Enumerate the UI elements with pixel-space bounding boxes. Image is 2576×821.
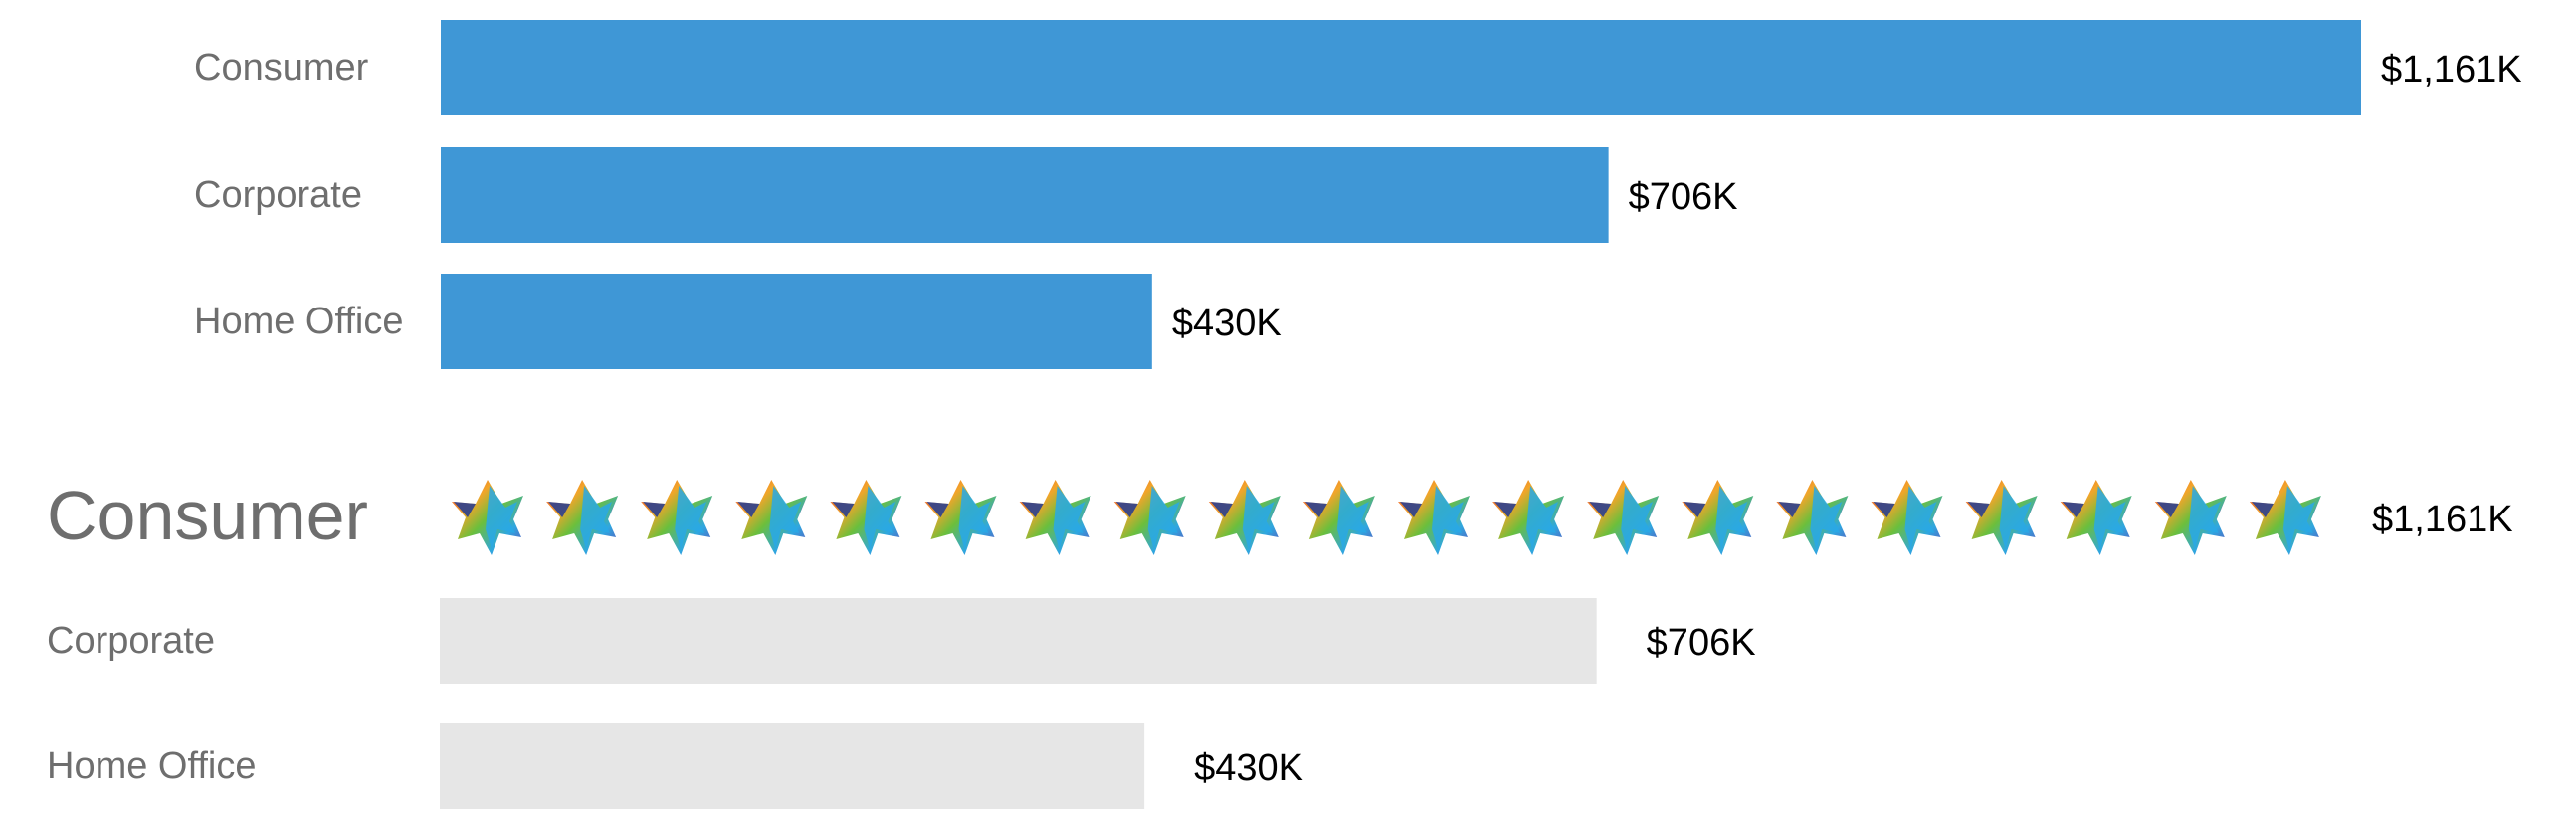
multicolor-leaf-icon [735, 480, 808, 555]
bar-home-office [440, 723, 1145, 809]
bar-corporate [440, 598, 1597, 684]
multicolor-leaf-icon [2154, 480, 2227, 555]
multicolor-leaf-icon [1208, 480, 1281, 555]
bar-consumer [441, 20, 2361, 115]
category-label-home-office: Home Office [47, 745, 256, 787]
bar-home-office [441, 274, 1152, 369]
bar-corporate [441, 147, 1609, 243]
segment-pictogram-chart: Consumer $1,161K Corporate $706K Home Office… [47, 477, 2513, 809]
value-label-consumer: $1,161K [2372, 499, 2513, 540]
multicolor-leaf-icon [2249, 480, 2321, 555]
multicolor-leaf-icon [2060, 480, 2132, 555]
multicolor-leaf-icon [1398, 480, 1470, 555]
multicolor-leaf-icon [1776, 480, 1849, 555]
value-label-home-office: $430K [1194, 747, 1303, 789]
multicolor-leaf-icon [1682, 480, 1754, 555]
value-label-corporate: $706K [1629, 176, 1738, 218]
value-label-consumer: $1,161K [2381, 49, 2522, 91]
category-label-consumer: Consumer [47, 477, 368, 554]
multicolor-leaf-icon [1587, 480, 1660, 555]
category-label-corporate: Corporate [194, 174, 362, 216]
value-label-home-office: $430K [1172, 303, 1282, 344]
category-label-home-office: Home Office [194, 301, 403, 342]
pictogram-bar-consumer [452, 480, 2321, 555]
segment-bar-chart: Consumer $1,161K Corporate $706K Home Office… [194, 20, 2522, 369]
category-label-corporate: Corporate [47, 620, 215, 662]
multicolor-leaf-icon [1302, 480, 1375, 555]
multicolor-leaf-icon [1492, 480, 1565, 555]
multicolor-leaf-icon [1019, 480, 1091, 555]
multicolor-leaf-icon [546, 480, 619, 555]
multicolor-leaf-icon [641, 480, 713, 555]
multicolor-leaf-icon [1113, 480, 1186, 555]
multicolor-leaf-icon [1871, 480, 1943, 555]
multicolor-leaf-icon [830, 480, 902, 555]
multicolor-leaf-icon [1965, 480, 2038, 555]
multicolor-leaf-icon [924, 480, 997, 555]
value-label-corporate: $706K [1647, 622, 1756, 664]
category-label-consumer: Consumer [194, 47, 369, 89]
multicolor-leaf-icon [452, 480, 523, 555]
